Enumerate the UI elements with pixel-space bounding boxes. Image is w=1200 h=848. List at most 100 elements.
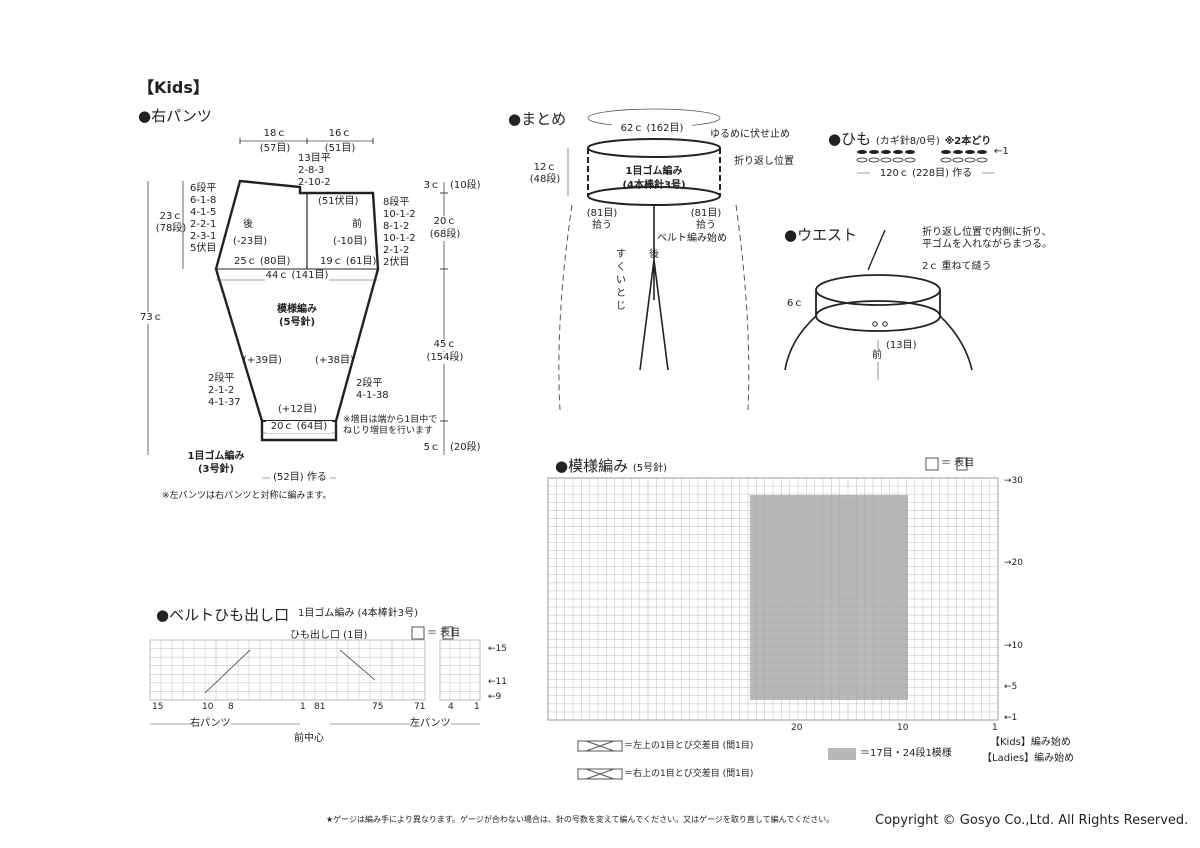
belt-col: 10 [202,702,214,712]
back-dec-line: 6段平 [190,183,217,194]
needle-5-label: (5号針) [278,317,316,328]
waist-note: 折り返し位置で内側に折り、 平ゴムを入れながらまつる。 [922,227,1052,251]
belt-col: 4 [448,702,454,712]
front-st: (-10目) [333,236,368,247]
belt-col: 15 [152,702,164,712]
inc-right-rule: 2段平 [356,378,383,389]
belt-left-pants: 左パンツ [410,718,451,730]
crotch-dec-list: 13目平 2-8-3 2-10-2 [298,153,331,189]
inc-left-rule: 4-1-37 [208,397,241,408]
chart-legend: ＝ 表目 [941,458,975,469]
copyright: Copyright © Gosyo Co.,Ltd. All Rights Re… [875,813,1189,828]
note-increase-line: ※増目は端から1目中で [343,415,438,425]
right-20c: 20ｃ [430,216,460,228]
matome-heading: ●まとめ [508,110,567,128]
needle-3-label: (3号針) [197,464,235,475]
chart-row-label: ←1 [1004,713,1018,723]
right-45c: 45ｃ [430,339,460,351]
pants-heading: ●右パンツ [138,107,212,125]
back-dec-line: 2-2-1 [190,219,217,230]
bind-off-51: (51伏目) [318,196,359,207]
matome-rib: 1目ゴム編み [625,166,683,177]
himo-heading: ●ひも (カギ針8/0号) ※2本どり [828,128,991,149]
back-dec-line: 4-1-5 [190,207,217,218]
belt-center: 前中心 [294,733,324,744]
pick-left-line: 拾う [592,220,612,231]
right-5c: 5ｃ [423,442,440,453]
belt-col: 81 [314,702,326,712]
himo-note: ※2本どり [944,136,992,147]
belt-col: 75 [372,702,384,712]
chart-col-label: 20 [791,723,803,733]
rib-label: 1目ゴム編み [187,451,245,462]
height-23-rows: (78段) [155,223,187,234]
matome-sukui: すくいとじ [616,249,626,312]
cast-on: (52目) 作る [270,472,330,484]
matome-back: 後 [649,249,659,260]
belt-legend: ＝ 表目 [427,628,461,639]
kids-start: 【Kids】編み始め [990,737,1071,748]
pants-top-width-right: 16ｃ [328,128,352,139]
waist-note-line: 平ゴムを入れながらまつる。 [922,239,1052,250]
inc-right-rules: 2段平 4-1-38 [356,378,389,402]
crotch-dec-line: 2-8-3 [298,165,325,176]
belt-right-pants: 右パンツ [190,718,231,730]
belt-col: 1 [474,702,480,712]
front-dec-line: 2-1-2 [383,245,410,256]
belt-row: ←11 [488,677,507,687]
total-height: 73ｃ [140,312,163,324]
himo-length: 120ｃ (228目) 作る [870,168,982,180]
inc-left-rule: 2-1-2 [208,385,235,396]
chart-col-label: 1 [992,723,998,733]
back-label: 後 [243,219,253,230]
chart-sub: (5号針) [632,463,668,474]
front-label: 前 [352,219,362,230]
right-5c-rows: (20段) [450,442,481,453]
ladies-start: 【Ladies】編み始め [982,753,1075,764]
inc-right: (+38目) [315,355,354,366]
inc-left-rule: 2段平 [208,373,235,384]
chart-row-label: →20 [1004,558,1023,568]
back-dec-line: 2-3-1 [190,231,217,242]
matome-fold: 折り返し位置 [734,156,794,167]
pick-right-line: 拾う [696,220,716,231]
pattern-label: 模様編み [277,304,317,315]
back-dec-line: 6-1-8 [190,195,217,206]
belt-row: ←15 [488,644,507,654]
matome-pick-left: (81目) 拾う [582,208,622,232]
himo-sub: (カギ針8/0号) [875,136,940,147]
matome-h12-rows: (48段) [529,174,561,185]
front-dec-line: 8段平 [383,197,410,208]
waist-st13: (13目) [886,340,917,351]
inc-left-rules: 2段平 2-1-2 4-1-37 [208,373,241,409]
back-st: (-23目) [233,236,268,247]
chart-row-label: ←5 [1004,682,1018,692]
belt-heading: ●ベルトひも出し口 [156,606,290,624]
note-increase-line: ねじり増目を行います [343,426,434,436]
pick-right-line: (81目) [690,208,722,219]
belt-sub: 1目ゴム編み (4本棒針3号) [298,608,419,619]
key-left-cross: ＝左上の1目とび交差目 (間1目) [624,741,754,751]
right-3c-rows: (10段) [450,180,481,191]
height-23: 23ｃ [159,211,183,222]
matome-w62: 62ｃ (162目) [612,123,692,135]
right-20c-rows: (68段) [425,229,465,241]
waist-overlap: 2ｃ 重ねて縫う [922,261,992,272]
right-45c-rows: (154段) [422,352,468,364]
inc-left: (+39目) [243,355,282,366]
pants-top-st-right: (51目) [324,143,356,154]
matome-h12: 12ｃ [533,162,557,173]
belt-col: 8 [228,702,234,712]
right-3c: 3ｃ [423,180,440,191]
crotch-dec-line: 13目平 [298,153,331,164]
front-dec-line: 8-1-2 [383,221,410,232]
belt-row: ←9 [488,692,502,702]
pants-top-width-left: 18ｃ [263,128,287,139]
chart-heading: ●模様編み (5号針) [555,455,667,476]
width-20: 20ｃ (64目) [266,421,332,433]
pick-left-line: (81目) [586,208,618,219]
himo-arrow: ←1 [994,146,1009,157]
waist-heading: ●ウエスト [784,226,858,244]
back-dec-list: 6段平 6-1-8 4-1-5 2-2-1 2-3-1 5伏目 [190,183,216,255]
